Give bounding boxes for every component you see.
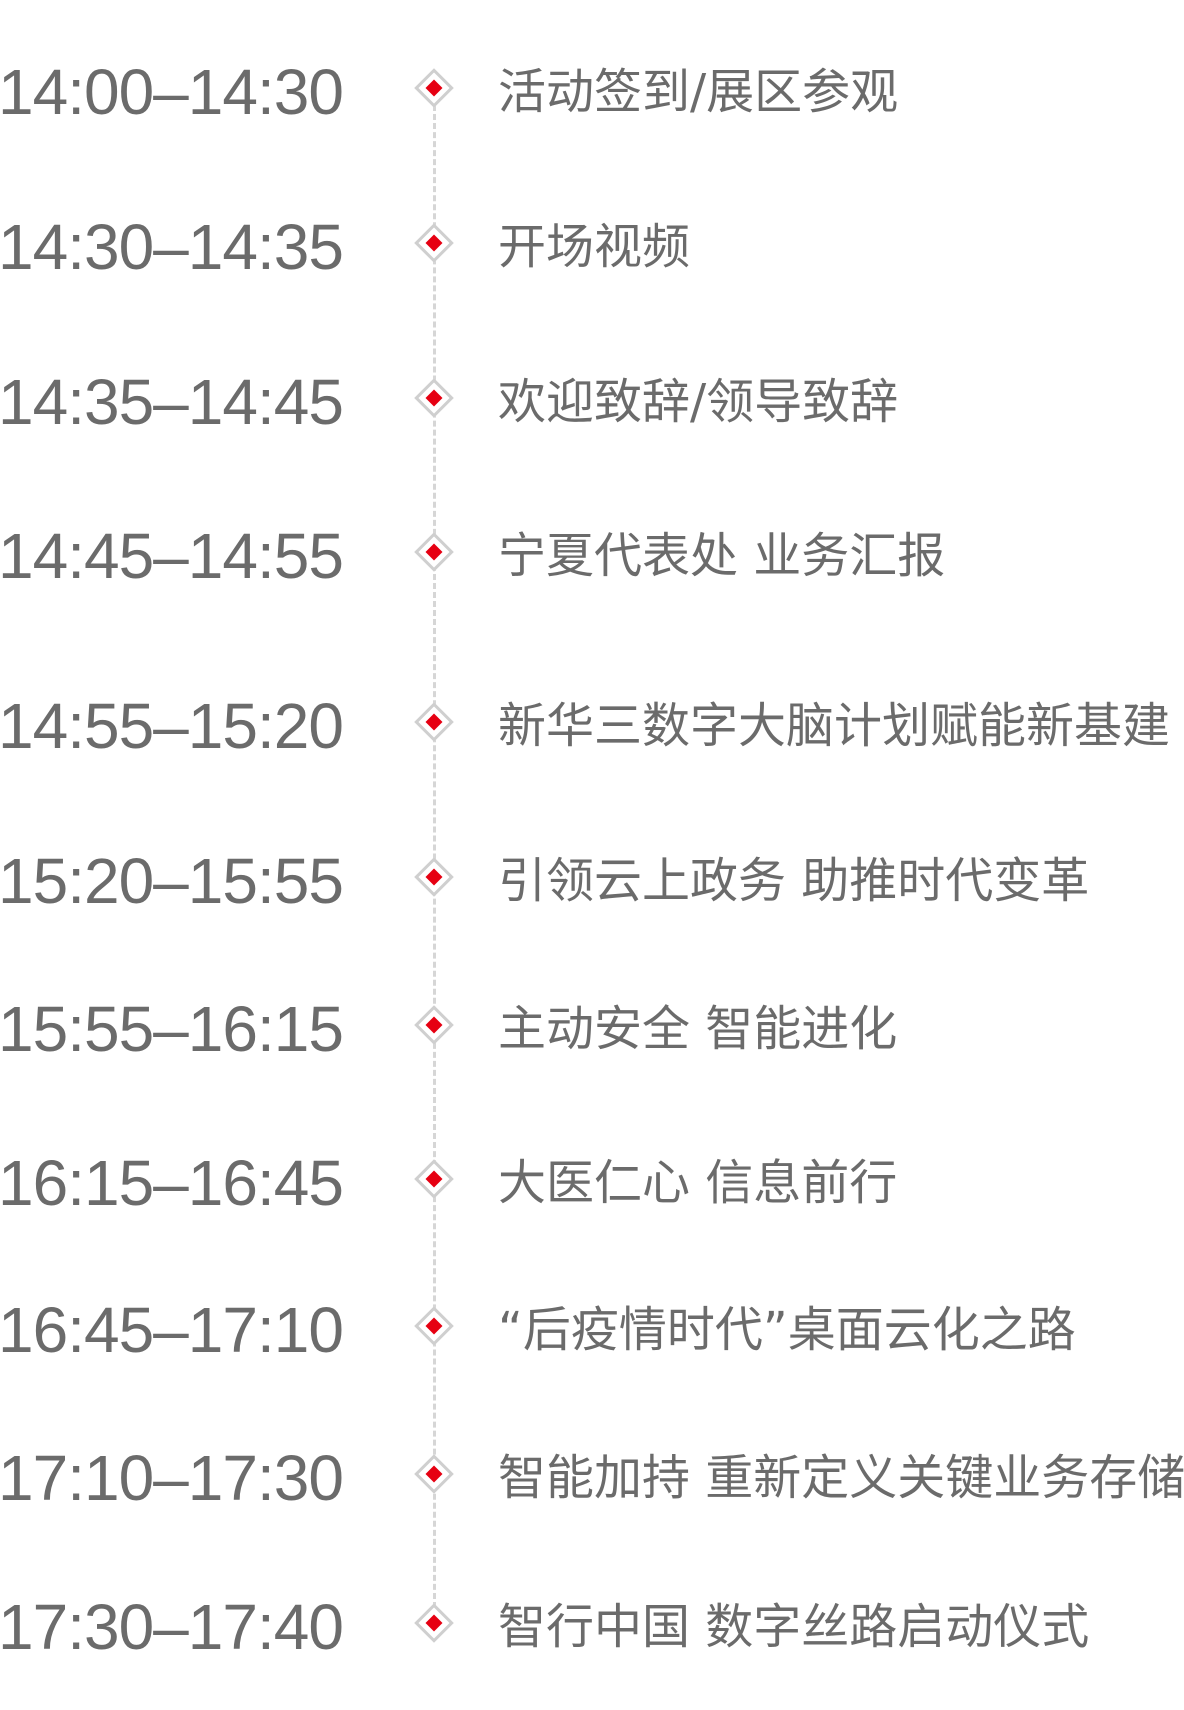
agenda-title: “后疫情时代”桌面云化之路 [498,1302,1076,1358]
agenda-title: 引领云上政务 助推时代变革 [498,853,1090,909]
agenda-time: 17:10–17:30 [0,1442,344,1514]
agenda-time: 16:15–16:45 [0,1147,344,1219]
agenda-title: 大医仁心 信息前行 [498,1155,898,1211]
agenda-title: 开场视频 [498,219,691,275]
agenda-time: 14:45–14:55 [0,520,344,592]
agenda-title: 智能加持 重新定义关键业务存储 [498,1450,1184,1506]
agenda-row: 14:00–14:30 活动签到/展区参观 [0,32,1184,152]
agenda-time: 15:55–16:15 [0,993,344,1065]
agenda-time: 17:30–17:40 [0,1591,344,1663]
diamond-marker-icon [414,1306,454,1346]
diamond-marker-icon [414,1159,454,1199]
agenda-title: 智行中国 数字丝路启动仪式 [498,1599,1090,1655]
agenda-row: 15:55–16:15 主动安全 智能进化 [0,969,1184,1089]
agenda-row: 14:30–14:35 开场视频 [0,187,1184,307]
agenda-row: 14:45–14:55 宁夏代表处 业务汇报 [0,496,1184,616]
agenda-row: 17:10–17:30 智能加持 重新定义关键业务存储 [0,1418,1184,1538]
agenda-time: 14:30–14:35 [0,211,344,283]
agenda-title: 欢迎致辞/领导致辞 [498,374,899,430]
diamond-marker-icon [414,702,454,742]
diamond-marker-icon [414,378,454,418]
diamond-marker-icon [414,223,454,263]
diamond-marker-icon [414,1454,454,1494]
agenda-row: 14:55–15:20 新华三数字大脑计划赋能新基建 [0,666,1184,786]
agenda-row: 16:45–17:10 “后疫情时代”桌面云化之路 [0,1270,1184,1390]
diamond-marker-icon [414,532,454,572]
agenda-row: 15:20–15:55 引领云上政务 助推时代变革 [0,821,1184,941]
agenda-title: 新华三数字大脑计划赋能新基建 [498,698,1171,754]
agenda-time: 14:55–15:20 [0,690,344,762]
agenda-time: 15:20–15:55 [0,845,344,917]
agenda-row: 14:35–14:45 欢迎致辞/领导致辞 [0,342,1184,462]
diamond-marker-icon [414,857,454,897]
agenda-time: 14:00–14:30 [0,56,344,128]
agenda-title: 宁夏代表处 业务汇报 [498,528,946,584]
agenda-time: 16:45–17:10 [0,1294,344,1366]
agenda-row: 16:15–16:45 大医仁心 信息前行 [0,1123,1184,1243]
diamond-marker-icon [414,1005,454,1045]
agenda-title: 主动安全 智能进化 [498,1001,898,1057]
agenda-row: 17:30–17:40 智行中国 数字丝路启动仪式 [0,1567,1184,1687]
diamond-marker-icon [414,68,454,108]
diamond-marker-icon [414,1603,454,1643]
agenda-title: 活动签到/展区参观 [498,64,899,120]
agenda-time: 14:35–14:45 [0,366,344,438]
